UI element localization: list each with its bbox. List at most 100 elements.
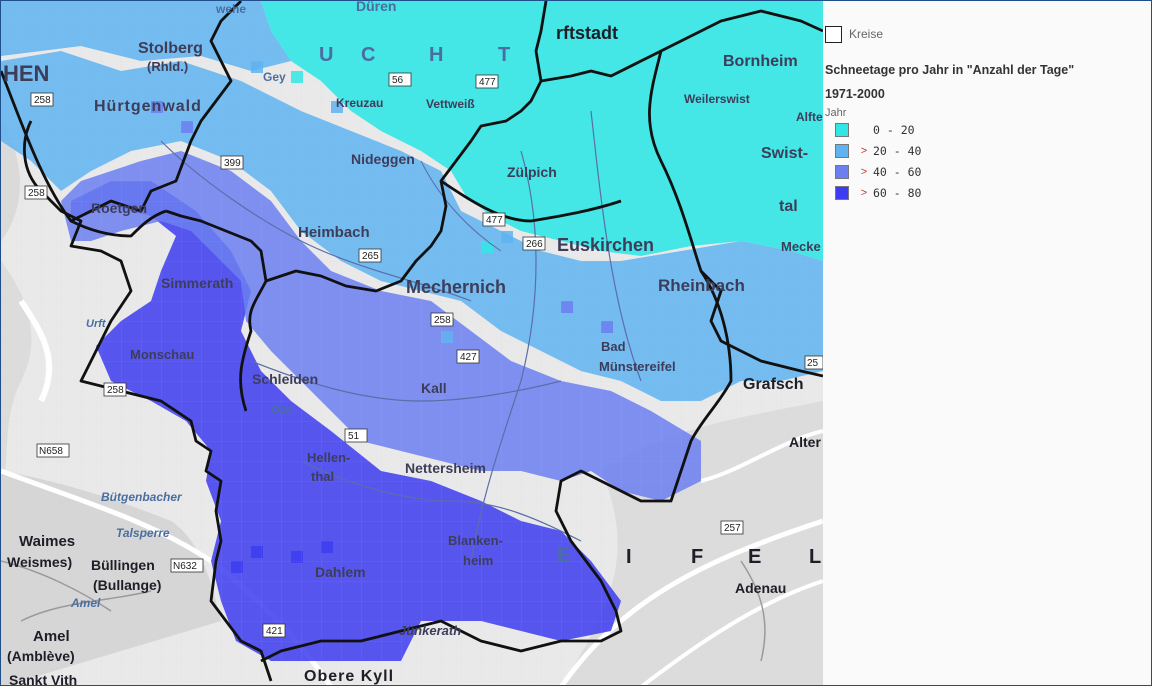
legend-swatch	[835, 164, 849, 179]
place-label: H	[429, 44, 443, 66]
legend-class-60-80[interactable]: > 60 - 80	[825, 182, 1149, 203]
svg-text:N632: N632	[173, 561, 197, 572]
kreise-outline-swatch	[825, 25, 842, 43]
place-label: (Amblève)	[7, 648, 75, 664]
legend-range: 20 - 40	[873, 143, 922, 158]
place-label: HEN	[3, 61, 49, 86]
place-label: Gey	[263, 70, 286, 84]
place-label: Grafsch	[743, 376, 803, 393]
svg-text:56: 56	[392, 75, 404, 86]
legend-swatch	[835, 143, 849, 158]
place-label: Alter	[789, 434, 821, 450]
place-label: Euskirchen	[557, 235, 654, 255]
place-label: Hürtgenwald	[94, 98, 202, 115]
place-label: Swist-	[761, 145, 808, 162]
legend-period: 1971-2000	[825, 87, 885, 101]
place-label: Sankt Vith	[9, 672, 77, 686]
legend-range: 0 - 20	[873, 122, 915, 137]
road-shield: N632	[170, 558, 204, 573]
place-label: Amel	[70, 596, 101, 610]
place-label: Heimbach	[298, 224, 370, 241]
place-label: U	[319, 44, 333, 66]
place-label: Bad	[601, 339, 626, 354]
place-label: Kreuzau	[336, 96, 383, 110]
svg-text:N658: N658	[39, 446, 63, 457]
place-label: Düren	[356, 1, 396, 14]
place-label: Nideggen	[351, 151, 415, 167]
legend-prefix: >	[860, 144, 868, 157]
place-label: Simmerath	[161, 275, 233, 291]
legend-swatch	[835, 185, 849, 200]
place-label: heim	[463, 553, 493, 568]
road-shield: 56	[388, 72, 412, 87]
place-label: L	[809, 546, 821, 568]
road-shield: 477	[482, 212, 506, 227]
svg-text:257: 257	[724, 523, 741, 534]
grid-overlay	[1, 1, 823, 685]
place-label: Nettersheim	[405, 460, 486, 476]
place-label: I	[626, 546, 632, 568]
place-label: Schleiden	[252, 371, 318, 387]
place-label: Vettweiß	[426, 97, 475, 111]
legend-class-0-20[interactable]: 0 - 20	[825, 119, 1149, 140]
road-shield: 51	[344, 428, 368, 443]
place-label: Mecke	[781, 239, 821, 254]
legend-panel-background	[823, 1, 1151, 685]
place-label: Alfte	[796, 110, 823, 124]
road-shield: 258	[430, 312, 454, 327]
place-label: E	[557, 544, 570, 566]
place-label: Adenau	[735, 580, 786, 596]
svg-text:258: 258	[28, 188, 45, 199]
place-label: Weismes)	[7, 554, 72, 570]
place-label: Jünkerath	[399, 623, 461, 638]
road-shield: 427	[456, 349, 480, 364]
place-label: Münstereifel	[599, 359, 676, 374]
road-shield: N658	[36, 443, 70, 458]
legend-classes: 0 - 20 > 20 - 40 > 40 - 60 > 60 - 80	[825, 119, 1149, 203]
place-label: wehe	[215, 2, 246, 16]
place-label: Stolberg	[138, 40, 203, 57]
svg-text:266: 266	[526, 239, 543, 250]
road-shields: 258 258 399 56 477 477 266 265 258 427 2…	[24, 72, 823, 638]
place-label: Monschau	[130, 347, 194, 362]
place-label: Weilerswist	[684, 92, 750, 106]
place-label: C	[361, 44, 375, 66]
road-shield: 265	[358, 248, 382, 263]
legend-layer-kreise[interactable]: Kreise	[825, 23, 1149, 45]
place-label: Amel	[33, 628, 70, 645]
svg-text:477: 477	[486, 215, 503, 226]
place-label: Urft	[86, 318, 107, 330]
district-boundaries	[1, 1, 823, 682]
place-label: (Rhld.)	[147, 59, 188, 74]
map-view[interactable]: 258 258 399 56 477 477 266 265 258 427 2…	[1, 1, 823, 686]
legend-class-40-60[interactable]: > 40 - 60	[825, 161, 1149, 182]
road-shield: 266	[522, 236, 546, 251]
place-label: thal	[311, 469, 334, 484]
legend-range: 40 - 60	[873, 164, 922, 179]
svg-text:258: 258	[434, 315, 451, 326]
road-shield: 257	[720, 520, 744, 535]
place-label: Bütgenbacher	[101, 490, 183, 504]
kreise-label: Kreise	[849, 27, 884, 41]
map-canvas[interactable]: 258 258 399 56 477 477 266 265 258 427 2…	[1, 1, 823, 686]
road-shield: 399	[220, 155, 244, 170]
place-label: Talsperre	[116, 526, 170, 540]
legend-prefix: >	[860, 186, 868, 199]
svg-text:51: 51	[348, 431, 360, 442]
svg-text:427: 427	[460, 352, 477, 363]
legend-title: Schneetage pro Jahr in "Anzahl der Tage"	[825, 63, 1075, 77]
place-label: Roetgen	[91, 200, 147, 216]
road-shield: 258	[24, 185, 48, 200]
place-label: T	[498, 44, 510, 66]
place-label: Rheinbach	[658, 276, 745, 295]
place-label: Olef	[271, 404, 294, 416]
svg-text:265: 265	[362, 251, 379, 262]
place-label: E	[748, 546, 761, 568]
legend-swatch	[835, 122, 849, 137]
place-labels: wehe Düren Stolberg (Rhld.) HEN Gey U C …	[3, 1, 823, 686]
roads	[160, 110, 642, 562]
place-label: Waimes	[19, 533, 75, 550]
legend-class-20-40[interactable]: > 20 - 40	[825, 140, 1149, 161]
legend-panel: Kreise Schneetage pro Jahr in "Anzahl de…	[825, 23, 1149, 203]
